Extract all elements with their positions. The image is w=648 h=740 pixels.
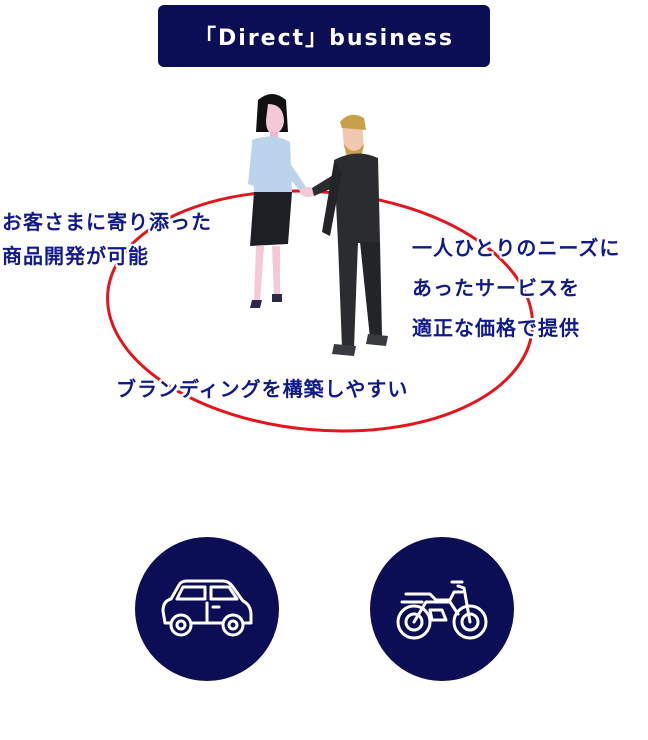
man-figure	[312, 114, 388, 356]
caption-branding: ブランディングを構築しやすい	[116, 372, 408, 406]
caption-line: 商品開発が可能	[2, 244, 149, 268]
motorcycle-icon	[396, 580, 488, 640]
caption-service-pricing: 一人ひとりのニーズに あったサービスを 適正な価格で提供	[412, 228, 620, 348]
car-category-badge	[135, 537, 279, 681]
section-title: 「Direct」business	[194, 26, 454, 51]
section-title-banner: 「Direct」business	[158, 5, 490, 67]
caption-line: あったサービスを	[412, 276, 580, 300]
caption-line: 適正な価格で提供	[412, 316, 580, 340]
caption-line: ブランディングを構築しやすい	[116, 377, 409, 401]
car-icon	[161, 579, 253, 637]
caption-product-development: お客さまに寄り添った 商品開発が可能	[2, 205, 212, 273]
woman-figure	[248, 94, 308, 308]
caption-line: 一人ひとりのニーズに	[412, 236, 621, 260]
handshake-illustration	[248, 94, 388, 356]
caption-line: お客さまに寄り添った	[2, 210, 212, 234]
motorcycle-category-badge	[370, 537, 514, 681]
